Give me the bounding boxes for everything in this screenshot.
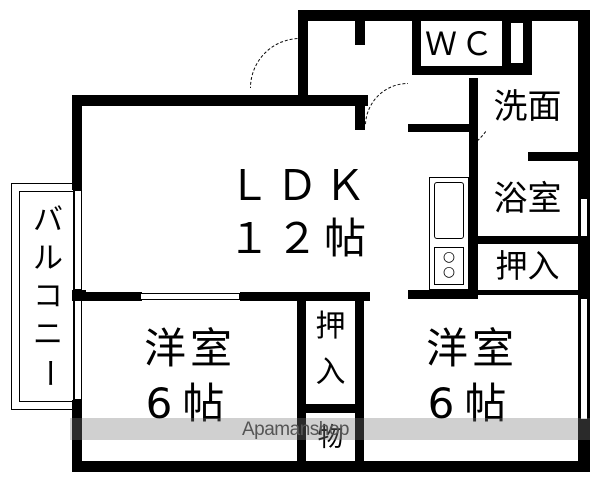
balcony-char: コ: [33, 279, 63, 314]
storage-label: 物: [317, 423, 344, 453]
bedroom-left-sliding-door: [140, 293, 240, 300]
bottom-wall: [72, 461, 590, 472]
left-wall-bottom: [72, 400, 82, 472]
kitchen-sink: [434, 182, 464, 239]
watermark-text: Apamanshop: [242, 419, 349, 440]
kitchen-stove: [434, 247, 464, 285]
bedroom-left-label: 洋室: [143, 324, 236, 373]
balcony-label: バ ル コ ニ ー: [28, 202, 68, 392]
ldk-bedroom-wall-mid: [240, 292, 370, 301]
entry-partition: [355, 10, 365, 45]
closet-middle-label-1: 押: [315, 309, 346, 344]
washroom-bottom-wall: [528, 152, 588, 161]
bedroom-right-label: 洋室: [425, 324, 518, 373]
balcony-char: ニ: [33, 317, 63, 352]
bathroom-bottom-wall: [469, 236, 589, 244]
wc-bottom-wall: [412, 66, 532, 75]
ldk-top-wall: [72, 95, 368, 106]
ldk-bedroom-wall-right: [408, 290, 478, 299]
balcony-inner: [19, 191, 74, 402]
hall-wall: [355, 95, 365, 130]
ldk-bedroom-wall-left: [72, 292, 142, 301]
bedroom-left-size: 6帖: [145, 379, 235, 428]
bath-window: [580, 198, 588, 238]
balcony-char: ル: [33, 241, 63, 276]
bathroom-label: 浴室: [493, 179, 562, 219]
left-wall-top: [72, 95, 82, 190]
watermark-band: [70, 418, 590, 440]
closet-mid-divider: [297, 404, 364, 413]
wc-label: ＷＣ: [424, 25, 497, 63]
closet-right-bottom-wall: [469, 290, 588, 295]
closet-mid-right-wall: [355, 300, 364, 470]
bedroom-right-window: [580, 298, 588, 420]
ldk-size: １２帖: [227, 214, 372, 263]
stove-burners-icon: ○○: [442, 249, 456, 280]
closet-middle-label-2: 入: [315, 355, 346, 390]
upper-top-wall: [298, 10, 590, 21]
bedroom-right-size: 6帖: [427, 379, 517, 428]
balcony-window-2: [74, 300, 82, 400]
balcony-window-1: [74, 190, 82, 290]
wc-left-wall: [412, 10, 421, 75]
washroom-label: 洗面: [493, 87, 562, 127]
closet-mid-left-wall: [297, 300, 306, 470]
washroom-left-wall: [469, 78, 478, 293]
ldk-label: ＬＤＫ: [227, 161, 372, 210]
wc-window: [510, 22, 524, 64]
balcony-char: バ: [33, 203, 63, 238]
entry-left-wall: [298, 10, 308, 100]
closet-right-label: 押入: [495, 247, 560, 285]
balcony-char: ー: [31, 358, 66, 388]
